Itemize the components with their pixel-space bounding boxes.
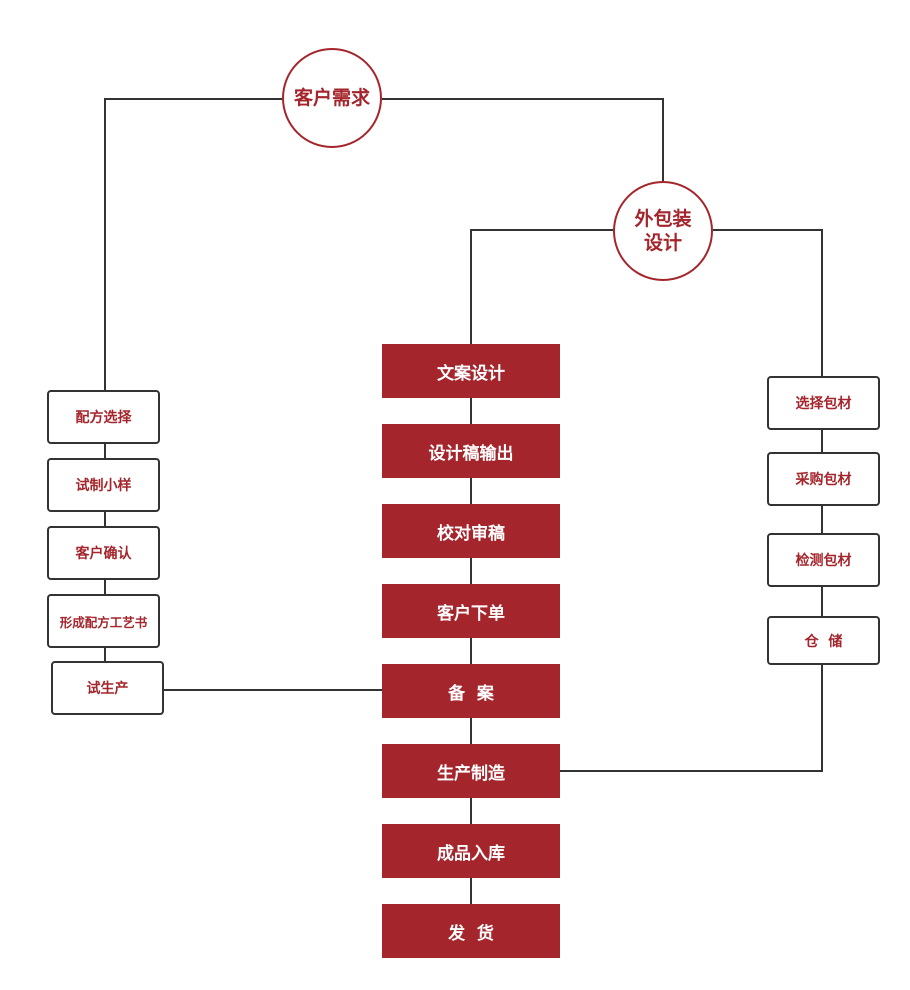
- left-step-customer-confirm: 客户确认: [47, 526, 160, 580]
- packaging-design-label-line2: 设计: [643, 232, 682, 254]
- right-step-storage: 仓 储: [767, 616, 880, 665]
- line-demand-to-left: [104, 98, 282, 391]
- right-step-inspect-material: 检测包材: [767, 533, 880, 587]
- customer-demand-label: 客户需求: [293, 87, 370, 109]
- main-step-copywriting: 文案设计: [382, 344, 560, 398]
- main-step-warehousing: 成品入库: [382, 824, 560, 878]
- main-step-customer-order: 客户下单: [382, 584, 560, 638]
- main-step-production: 生产制造: [382, 744, 560, 798]
- line-packaging-to-main: [470, 229, 613, 345]
- left-step-formula-selection: 配方选择: [47, 390, 160, 444]
- customer-demand-node: 客户需求: [282, 48, 382, 148]
- line-storage-to-production: [560, 664, 823, 772]
- line-demand-to-packaging: [382, 98, 664, 182]
- left-step-sample-trial: 试制小样: [47, 458, 160, 512]
- left-step-formula-document: 形成配方工艺书: [47, 594, 160, 648]
- main-step-shipping: 发 货: [382, 904, 560, 958]
- packaging-design-node: 外包装 设计: [613, 181, 713, 281]
- left-step-trial-production: 试生产: [51, 661, 164, 715]
- right-step-select-material: 选择包材: [767, 376, 880, 430]
- main-step-design-output: 设计稿输出: [382, 424, 560, 478]
- main-step-proofreading: 校对审稿: [382, 504, 560, 558]
- packaging-design-label-line1: 外包装: [634, 208, 692, 230]
- main-step-filing: 备 案: [382, 664, 560, 718]
- line-packaging-to-right: [713, 229, 823, 377]
- right-step-purchase-material: 采购包材: [767, 452, 880, 506]
